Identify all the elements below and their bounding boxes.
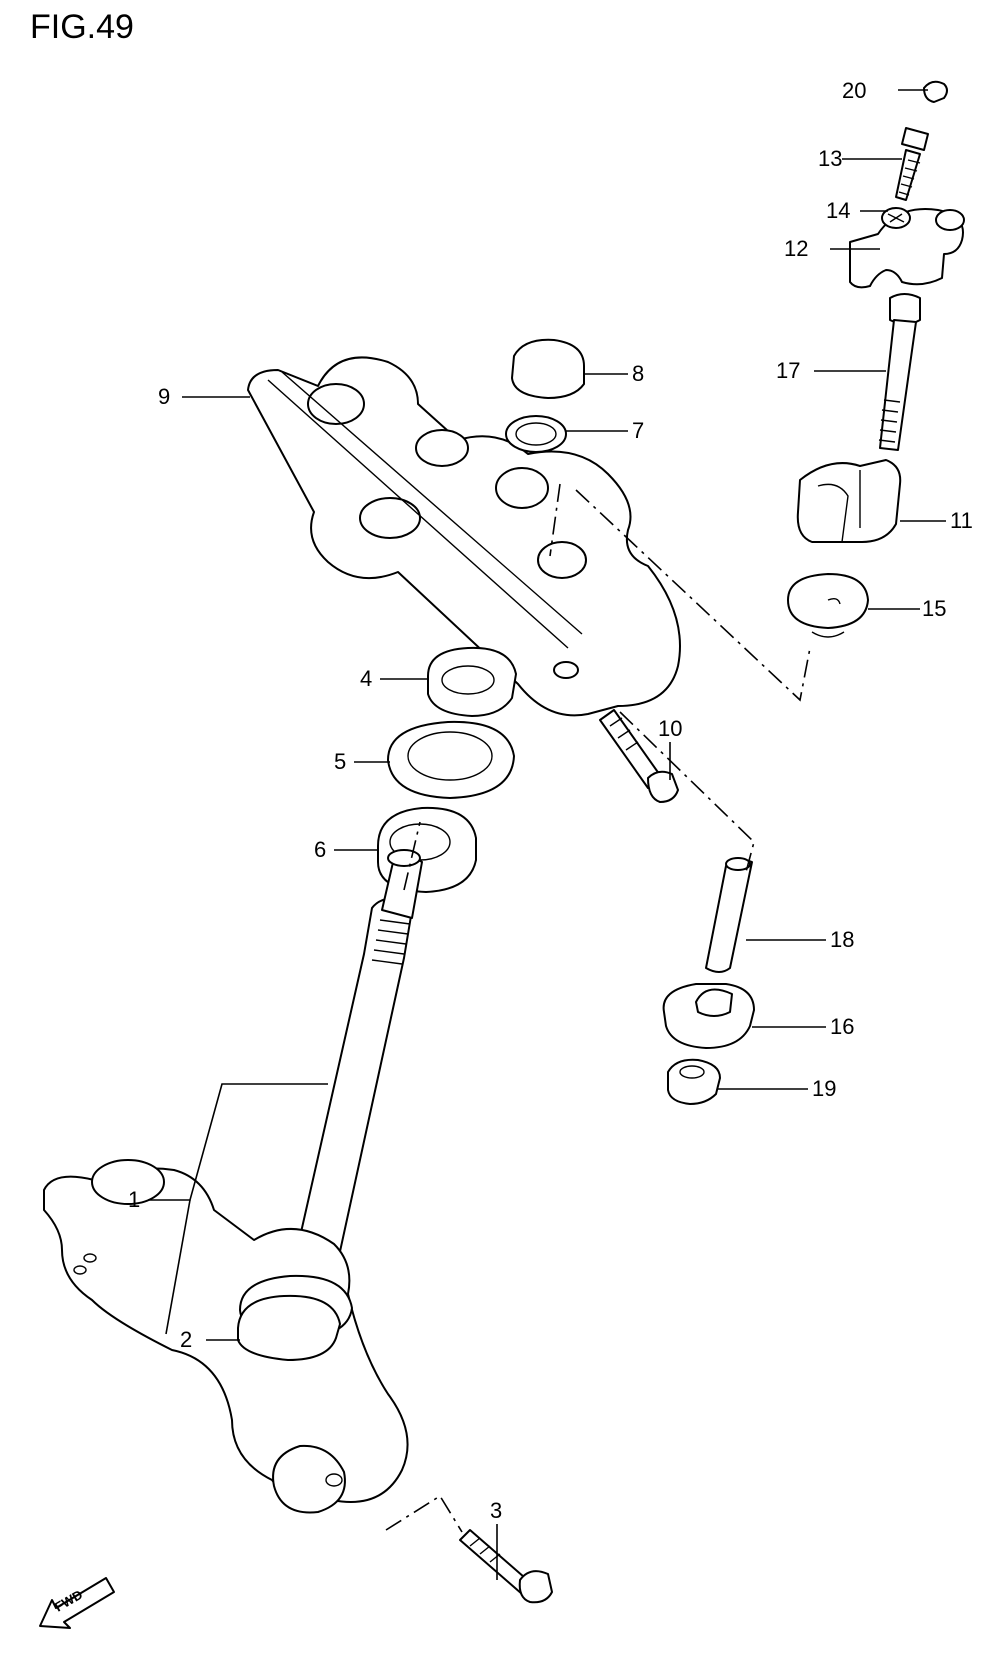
callout-19: 19 <box>812 1076 836 1101</box>
callout-7: 7 <box>632 418 644 443</box>
part-18-collar <box>705 857 753 973</box>
callout-10: 10 <box>658 716 682 741</box>
callout-12: 12 <box>784 236 808 261</box>
callout-17: 17 <box>776 358 800 383</box>
part-8-nut <box>511 338 585 399</box>
part-19-nut <box>667 1058 721 1105</box>
part-13-bolt <box>895 127 929 201</box>
callout-15: 15 <box>922 596 946 621</box>
callout-16: 16 <box>830 1014 854 1039</box>
callout-11: 11 <box>950 508 973 533</box>
callout-18: 18 <box>830 927 854 952</box>
part-17-bolt <box>878 293 921 451</box>
callout-5: 5 <box>334 749 346 774</box>
part-4-locknut <box>427 646 517 717</box>
part-11-holder <box>796 459 902 543</box>
part-14-washer <box>881 207 911 229</box>
callout-13: 13 <box>818 146 842 171</box>
callout-14: 14 <box>826 198 850 223</box>
callout-8: 8 <box>632 361 644 386</box>
part-9-upper-bracket <box>247 356 681 717</box>
callout-6: 6 <box>314 837 326 862</box>
part-3-bolt <box>459 1529 553 1604</box>
figure-title: FIG.49 <box>30 8 134 46</box>
callout-2: 2 <box>180 1327 192 1352</box>
callout-1: 1 <box>128 1187 140 1212</box>
part-16-cushion <box>662 983 755 1049</box>
part-12-clamp-top <box>849 208 965 289</box>
callout-labels: 20 13 14 12 17 11 15 8 7 9 4 5 6 10 18 1… <box>128 78 973 1523</box>
fwd-direction-badge: FWD <box>39 1577 115 1629</box>
part-20-cap <box>923 80 948 103</box>
part-15-cushion <box>787 573 869 638</box>
part-2-lower-bearing <box>237 1294 341 1361</box>
part-7-washer <box>505 415 567 453</box>
part-5-seal <box>387 720 515 799</box>
callout-9: 9 <box>158 384 170 409</box>
part-1-steering-stem <box>43 849 423 1514</box>
leader-lines <box>148 89 946 1580</box>
callout-20: 20 <box>842 78 866 103</box>
callout-4: 4 <box>360 666 372 691</box>
callout-3: 3 <box>490 1498 502 1523</box>
